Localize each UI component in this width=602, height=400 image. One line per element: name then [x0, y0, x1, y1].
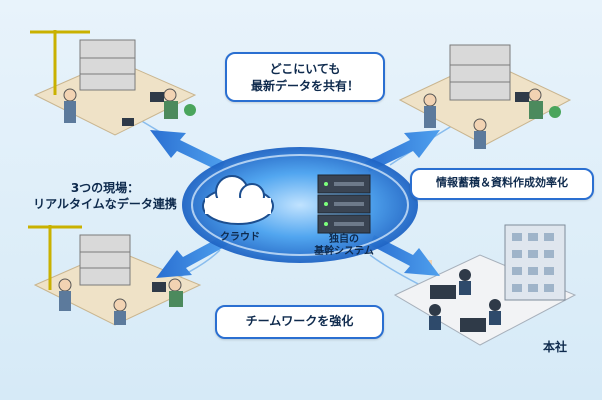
site-top-left: [30, 30, 197, 136]
callout-teamwork: チームワークを強化: [215, 305, 384, 339]
server-rack-icon: [317, 174, 371, 234]
headquarters-label: 本社: [542, 340, 567, 354]
callout-share-line1: どこにいても: [269, 62, 341, 76]
three-sites-line2: リアルタイムなデータ連携: [33, 197, 177, 211]
callout-share-line2: 最新データを共有！: [250, 79, 359, 93]
cloud-label: クラウド: [220, 232, 260, 243]
headquarters: [393, 224, 577, 346]
system-label-line1: 独自の: [329, 234, 359, 245]
callout-share-data: どこにいても 最新データを共有！: [225, 52, 385, 102]
callout-efficiency: 情報蓄積＆資料作成効率化: [410, 168, 594, 200]
site-bottom-left: [28, 225, 202, 326]
flow-arrows: [150, 130, 440, 278]
three-sites-label: 3つの現場： リアルタイムなデータ連携: [10, 180, 200, 212]
system-label: 独自の 基幹システム: [303, 234, 385, 258]
callout-efficiency-text: 情報蓄積＆資料作成効率化: [436, 176, 568, 189]
callout-teamwork-text: チームワークを強化: [245, 314, 354, 328]
cloud-icon: [202, 175, 274, 225]
three-sites-line1: 3つの現場：: [70, 181, 140, 195]
system-label-line2: 基幹システム: [314, 246, 374, 257]
site-top-right: [398, 44, 572, 149]
